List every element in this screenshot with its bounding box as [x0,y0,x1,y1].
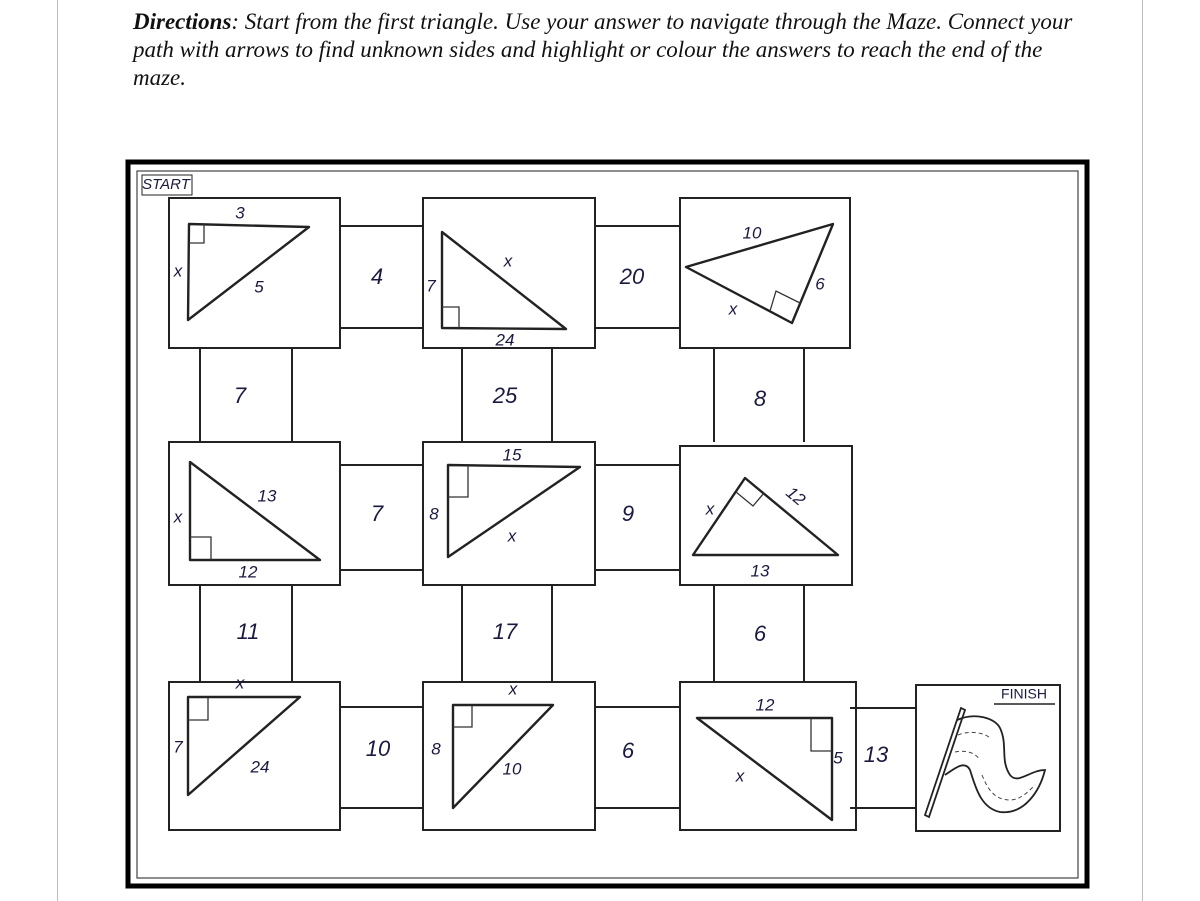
triangle-9: 12 5 x [695,695,843,822]
maze-outer-border [125,159,1090,889]
page-left-edge [57,0,58,901]
triangle-box-9 [679,681,857,831]
side-label: 12 [756,695,775,714]
side-label: 13 [258,486,277,505]
side-label: x [508,679,518,698]
side-label: 24 [250,757,270,776]
triangle-box-1 [168,197,341,349]
connector-value: 7 [234,383,247,408]
side-label: x [507,526,517,545]
side-label: 10 [743,223,762,242]
triangle-box-5 [422,441,596,586]
connector-value: 20 [619,264,645,289]
start-label: START [142,176,192,193]
connector-value: 6 [754,621,767,646]
flag-icon [923,706,1047,819]
side-label: x [235,673,245,692]
directions-heading: Directions [133,9,232,34]
side-label: x [735,766,745,785]
side-label: 12 [239,562,258,581]
triangle-box-8 [422,681,596,831]
connector-value: 9 [622,501,634,526]
connector-value: 6 [622,738,635,763]
side-label: 13 [751,561,770,580]
connector-value: 17 [493,619,518,644]
connectors [199,225,916,809]
triangle-box-7 [168,681,341,831]
triangle-7: x 7 24 [173,673,302,797]
side-label: 7 [173,737,183,756]
connector-value: 4 [371,264,383,289]
side-label: 5 [254,277,264,296]
directions-text: : Start from the first triangle. Use you… [133,9,1073,90]
side-label: 24 [495,330,515,349]
side-label: x [173,261,183,280]
triangle-1: 3 x 5 [173,203,311,322]
page-right-edge [1142,0,1143,901]
finish-box [915,684,1061,832]
connector-value: 8 [754,386,767,411]
side-label: 5 [833,748,843,767]
triangle-5: 15 x 8 [429,445,582,559]
triangle-box-2 [422,197,596,349]
side-label: 10 [503,759,522,778]
side-label: x [705,499,715,518]
connector-value: 25 [492,383,518,408]
side-label: 15 [503,445,522,464]
triangle-box-3 [679,197,851,349]
side-label: 8 [429,504,439,523]
side-label: 8 [431,739,441,758]
connector-value: 7 [371,501,384,526]
connector-value: 10 [366,736,391,761]
triangle-8: x 8 10 [431,679,555,810]
finish-label: FINISH [1001,686,1047,702]
start-label-box [141,174,193,196]
directions: Directions: Start from the first triangl… [133,8,1093,92]
side-label: 6 [815,274,825,293]
side-label: x [173,507,183,526]
side-label: x [503,251,513,270]
triangle-box-6 [679,445,853,586]
side-label: 3 [235,203,245,222]
maze-inner-border [136,170,1079,879]
connector-value: 11 [237,619,260,644]
side-label: 12 [782,483,809,510]
side-label: x [728,299,738,318]
triangle-4: 13 x 12 [173,460,322,581]
side-label: 7 [426,276,436,295]
triangle-box-4 [168,441,341,586]
triangle-2: x 7 24 [426,230,568,349]
connector-value: 13 [864,742,889,767]
triangle-6: x 12 13 [691,476,840,580]
triangle-3: 10 6 x [684,222,835,325]
